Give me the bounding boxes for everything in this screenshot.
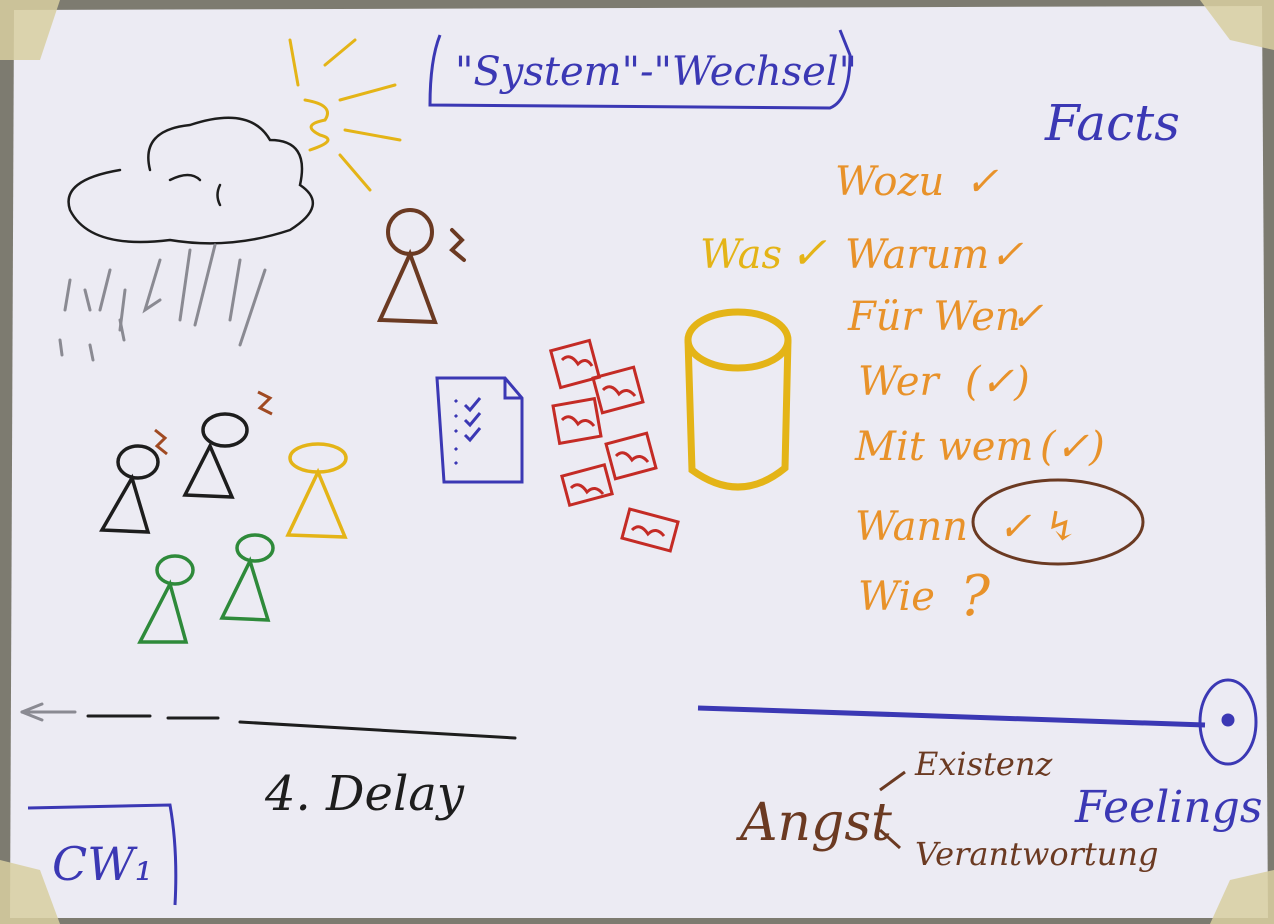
facts-list: Wozu ✓ Warum ✓ Für Wen ✓ Wer (✓) Mit wem… xyxy=(835,159,1105,629)
cw-frame xyxy=(27,803,178,906)
fact-item-wann: Wann xyxy=(855,504,968,550)
was-label: Was xyxy=(700,232,782,278)
cw-label: CW₁ xyxy=(52,837,153,891)
was-check: ✓ xyxy=(790,228,827,279)
title-frame xyxy=(428,29,852,110)
fact-item-wie: Wie xyxy=(858,574,935,620)
fact-mark-wer: (✓) xyxy=(965,359,1030,405)
angst-branch-down xyxy=(878,828,902,850)
timeline-arrow xyxy=(20,702,517,740)
fact-item-wozu: Wozu xyxy=(835,159,944,205)
verantwortung-label: Verantwortung xyxy=(915,835,1158,873)
paper-sheet xyxy=(10,6,1268,918)
sun-icon xyxy=(288,38,402,192)
fact-item-mit-wem: Mit wem xyxy=(854,424,1033,470)
person-green-icon xyxy=(137,533,275,644)
database-cylinder-icon xyxy=(684,308,792,491)
checklist-document-icon xyxy=(435,376,524,484)
angst-label: Angst xyxy=(736,793,892,853)
title-text: "System"-"Wechsel" xyxy=(455,49,857,95)
facts-heading: Facts xyxy=(1044,94,1180,152)
fact-item-wer: Wer xyxy=(858,359,942,405)
person-group-black xyxy=(99,412,249,534)
rain-strokes xyxy=(58,243,267,362)
feelings-line xyxy=(697,678,1258,766)
wann-circle xyxy=(971,478,1145,566)
delay-label: 4. Delay xyxy=(264,766,465,822)
person-brown-icon xyxy=(376,208,466,325)
fact-mark-wozu: ✓ xyxy=(965,159,999,205)
storm-cloud-icon xyxy=(67,116,315,245)
fact-mark-wie: ? xyxy=(960,564,991,629)
fact-mark-warum: ✓ xyxy=(990,232,1024,278)
person-yellow-icon xyxy=(285,442,348,539)
angst-branch-up xyxy=(879,770,906,792)
fact-mark-fur-wen: ✓ xyxy=(1010,294,1044,340)
existenz-label: Existenz xyxy=(914,745,1053,783)
feelings-heading: Feelings xyxy=(1074,782,1262,833)
red-boxes-icon xyxy=(548,338,680,553)
lightning-marks xyxy=(154,390,273,456)
fact-mark-wann: ✓ ↯ xyxy=(998,504,1078,550)
fact-mark-mit-wem: (✓) xyxy=(1040,424,1105,470)
fact-item-warum: Warum xyxy=(845,232,989,278)
fact-item-fur-wen: Für Wen xyxy=(847,294,1021,340)
